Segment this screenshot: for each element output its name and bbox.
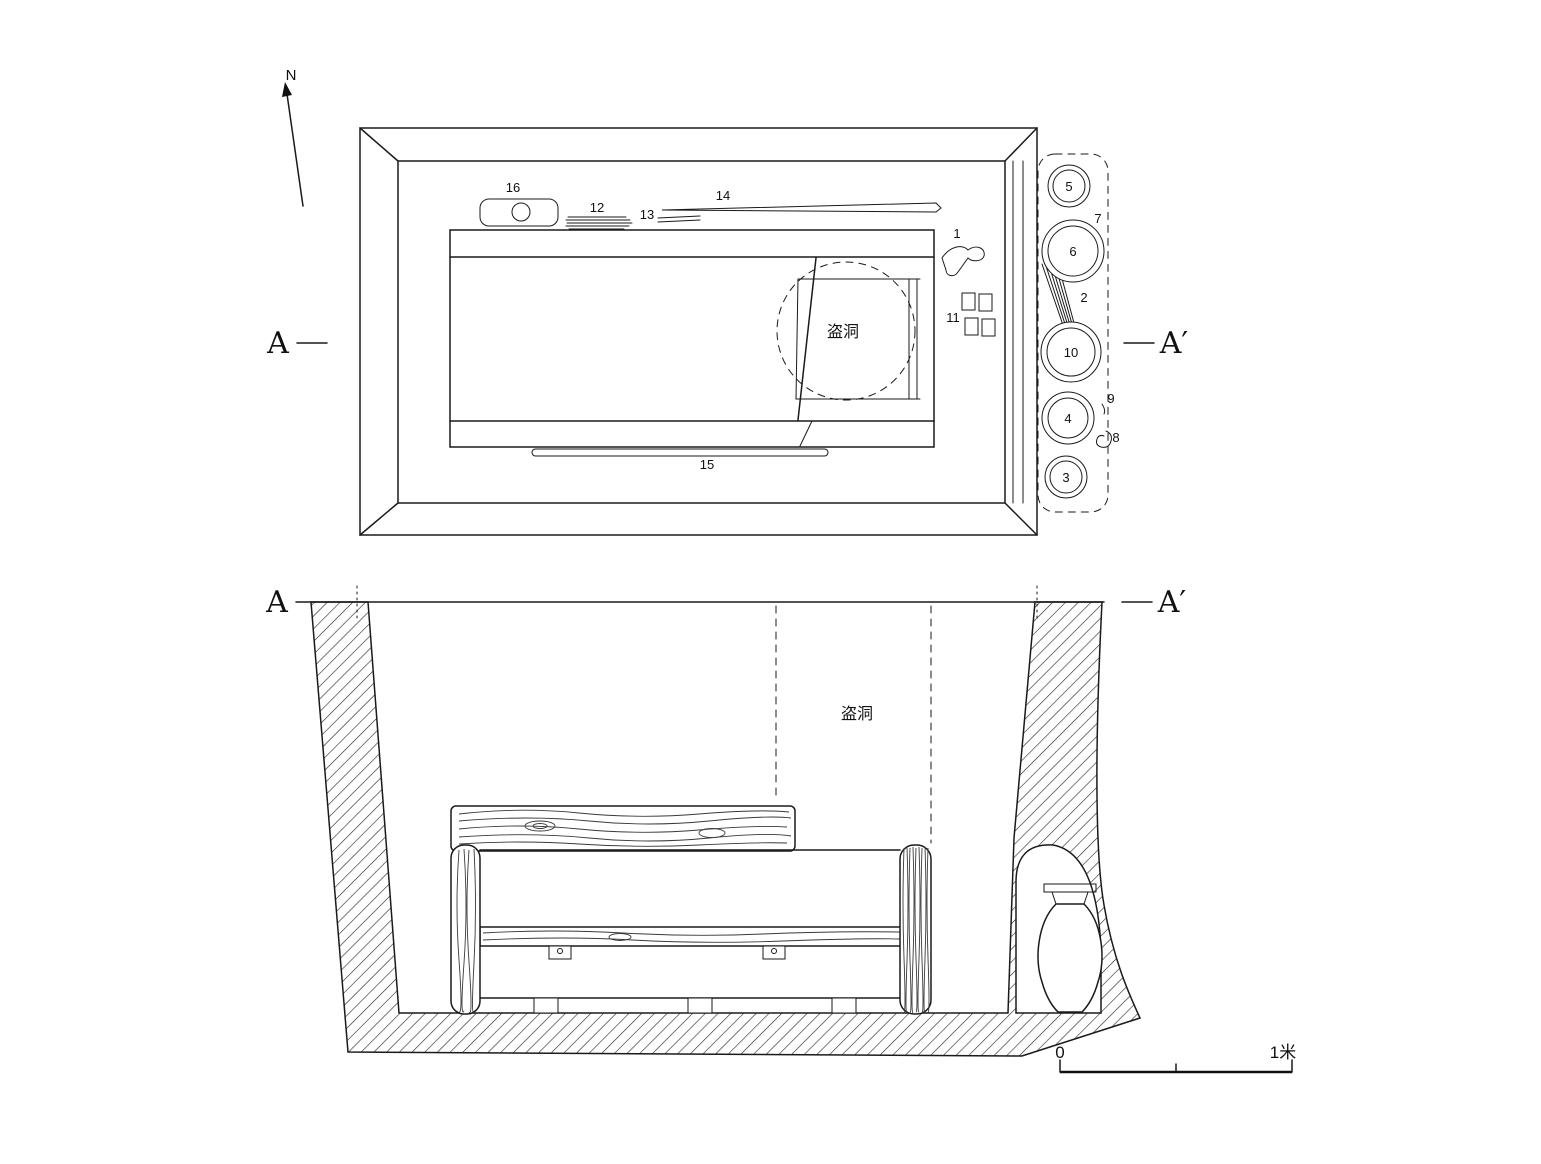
artifact-1-label: 1 xyxy=(953,226,960,241)
scale-max-label: 1米 xyxy=(1270,1043,1296,1062)
vessel-6-label: 6 xyxy=(1069,244,1076,259)
artifact-13-label: 13 xyxy=(640,207,654,222)
artifact-11: 11 xyxy=(946,292,996,337)
plan-section-line: A A′ xyxy=(266,326,1188,361)
coffin-box xyxy=(479,849,903,1014)
plan-robber-hole-label: 盗洞 xyxy=(827,323,859,341)
plan-artifacts: 16 12 13 14 xyxy=(479,180,1088,472)
artifact-12: 12 xyxy=(565,200,633,230)
artifact-12-label: 12 xyxy=(590,200,604,215)
artifact-13: 13 xyxy=(640,207,701,223)
vessel-5-label: 5 xyxy=(1065,179,1072,194)
plan-vessel-group: 5 7 6 10 9 4 8 xyxy=(1037,153,1120,513)
vessel-3-label: 3 xyxy=(1062,470,1069,485)
vessel-10-label: 10 xyxy=(1064,345,1078,360)
vessel-4-label: 4 xyxy=(1064,411,1071,426)
vessel-5: 5 xyxy=(1047,164,1091,208)
vessel-3: 3 xyxy=(1044,455,1088,499)
vessel-9-label: 9 xyxy=(1107,391,1114,406)
north-label: N xyxy=(286,67,297,84)
scale-zero-label: 0 xyxy=(1055,1043,1064,1062)
section-coffin xyxy=(450,805,932,1015)
section-view: A A′ 盗洞 xyxy=(265,585,1296,1074)
coffin-lid xyxy=(450,805,796,852)
section-label-left: A xyxy=(265,585,288,620)
plan-robber-hole: 盗洞 xyxy=(776,261,916,401)
plan-section-label-right: A′ xyxy=(1159,326,1189,361)
section-label-right: A′ xyxy=(1157,585,1187,620)
section-ground-line: A A′ xyxy=(265,585,1187,621)
plan-pit-outline xyxy=(359,127,1038,536)
section-robber-hole: 盗洞 xyxy=(775,605,932,844)
vessel-8-label: 8 xyxy=(1112,430,1119,445)
artifact-2-label: 2 xyxy=(1080,290,1087,305)
artifact-1: 1 xyxy=(941,226,985,277)
artifact-15: 15 xyxy=(531,448,829,472)
coffin-end-board-left xyxy=(450,844,481,1015)
vessel-10: 10 xyxy=(1040,321,1102,383)
artifact-14: 14 xyxy=(661,188,942,213)
plan-view: 盗洞 16 12 13 xyxy=(266,127,1188,536)
north-arrow-icon: N xyxy=(282,67,304,207)
artifact-16: 16 xyxy=(479,180,559,227)
artifact-14-label: 14 xyxy=(716,188,730,203)
vessel-4: 4 xyxy=(1041,391,1095,445)
artifact-15-label: 15 xyxy=(700,457,714,472)
section-robber-hole-label: 盗洞 xyxy=(841,705,873,723)
vessel-6: 6 xyxy=(1041,219,1105,283)
plan-coffin xyxy=(449,229,935,448)
plan-section-label-left: A xyxy=(266,326,289,361)
niche-pot xyxy=(1037,883,1103,1013)
vessel-7-label: 7 xyxy=(1094,211,1101,226)
artifact-16-label: 16 xyxy=(506,180,520,195)
coffin-end-board-right xyxy=(899,844,932,1015)
artifact-11-label: 11 xyxy=(946,310,960,325)
scale-bar: 0 1米 xyxy=(1055,1043,1296,1074)
